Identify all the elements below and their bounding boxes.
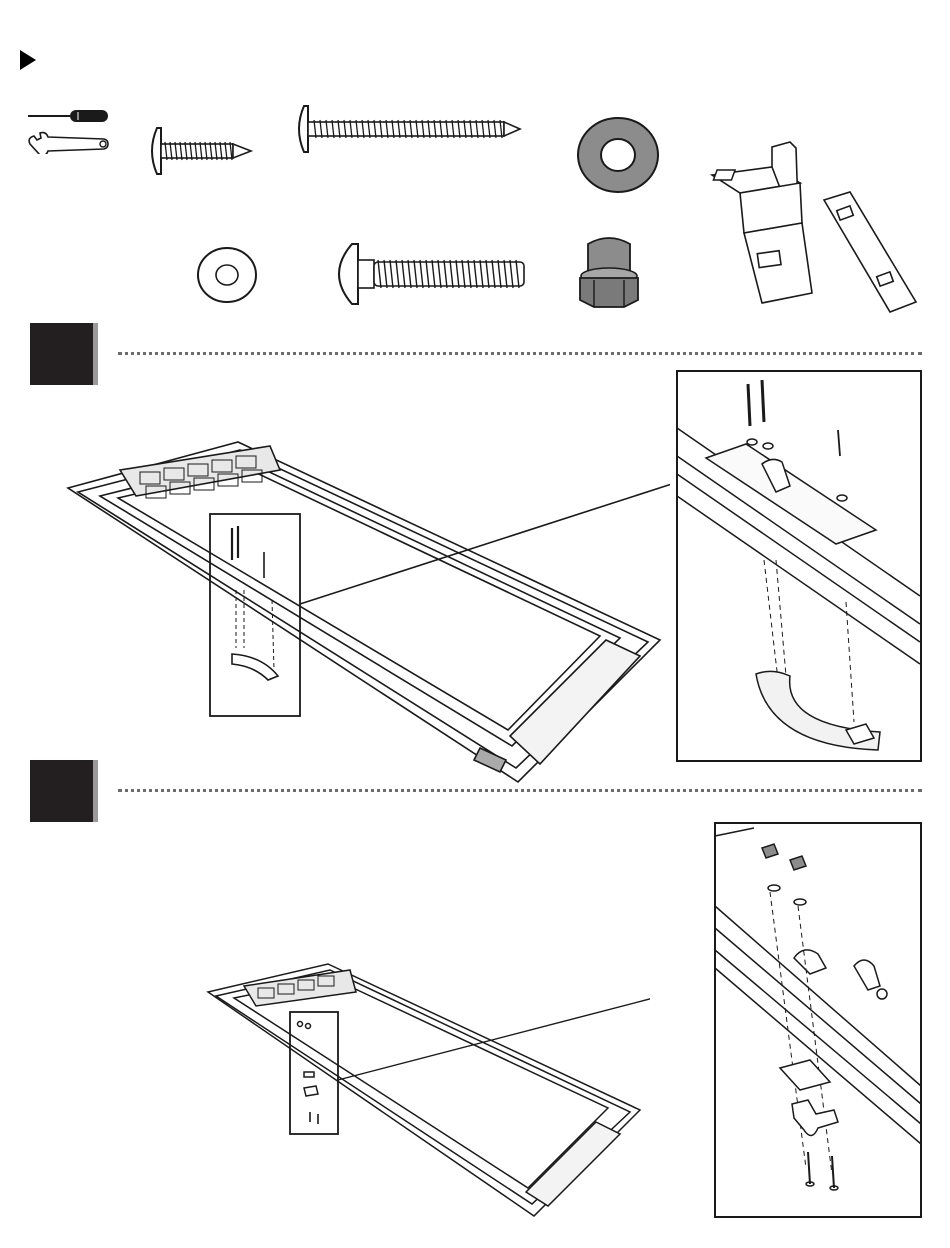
wrench-icon xyxy=(29,133,108,155)
step-block-icon xyxy=(30,760,98,822)
short-screw-icon xyxy=(145,124,257,178)
long-screw-icon xyxy=(292,104,524,156)
step-block-icon xyxy=(30,323,98,385)
play-triangle-icon xyxy=(20,50,36,70)
cap-nut-icon xyxy=(574,234,644,310)
latch-detail-zoom xyxy=(714,822,922,1218)
handle-detail-zoom xyxy=(676,370,922,762)
large-grey-washer-icon xyxy=(574,114,662,196)
screwdriver-icon xyxy=(28,110,108,122)
door-panel-latch-overview xyxy=(200,960,650,1220)
small-washer-icon xyxy=(194,244,260,306)
step-divider xyxy=(118,789,922,792)
brackets-group xyxy=(700,140,930,320)
flat-plate-icon xyxy=(824,192,916,312)
door-panel-handle-overview xyxy=(60,430,670,790)
bent-bracket-icon xyxy=(712,142,812,303)
tools-group xyxy=(26,104,112,154)
step-divider xyxy=(118,352,922,355)
carriage-bolt-icon xyxy=(330,240,530,308)
